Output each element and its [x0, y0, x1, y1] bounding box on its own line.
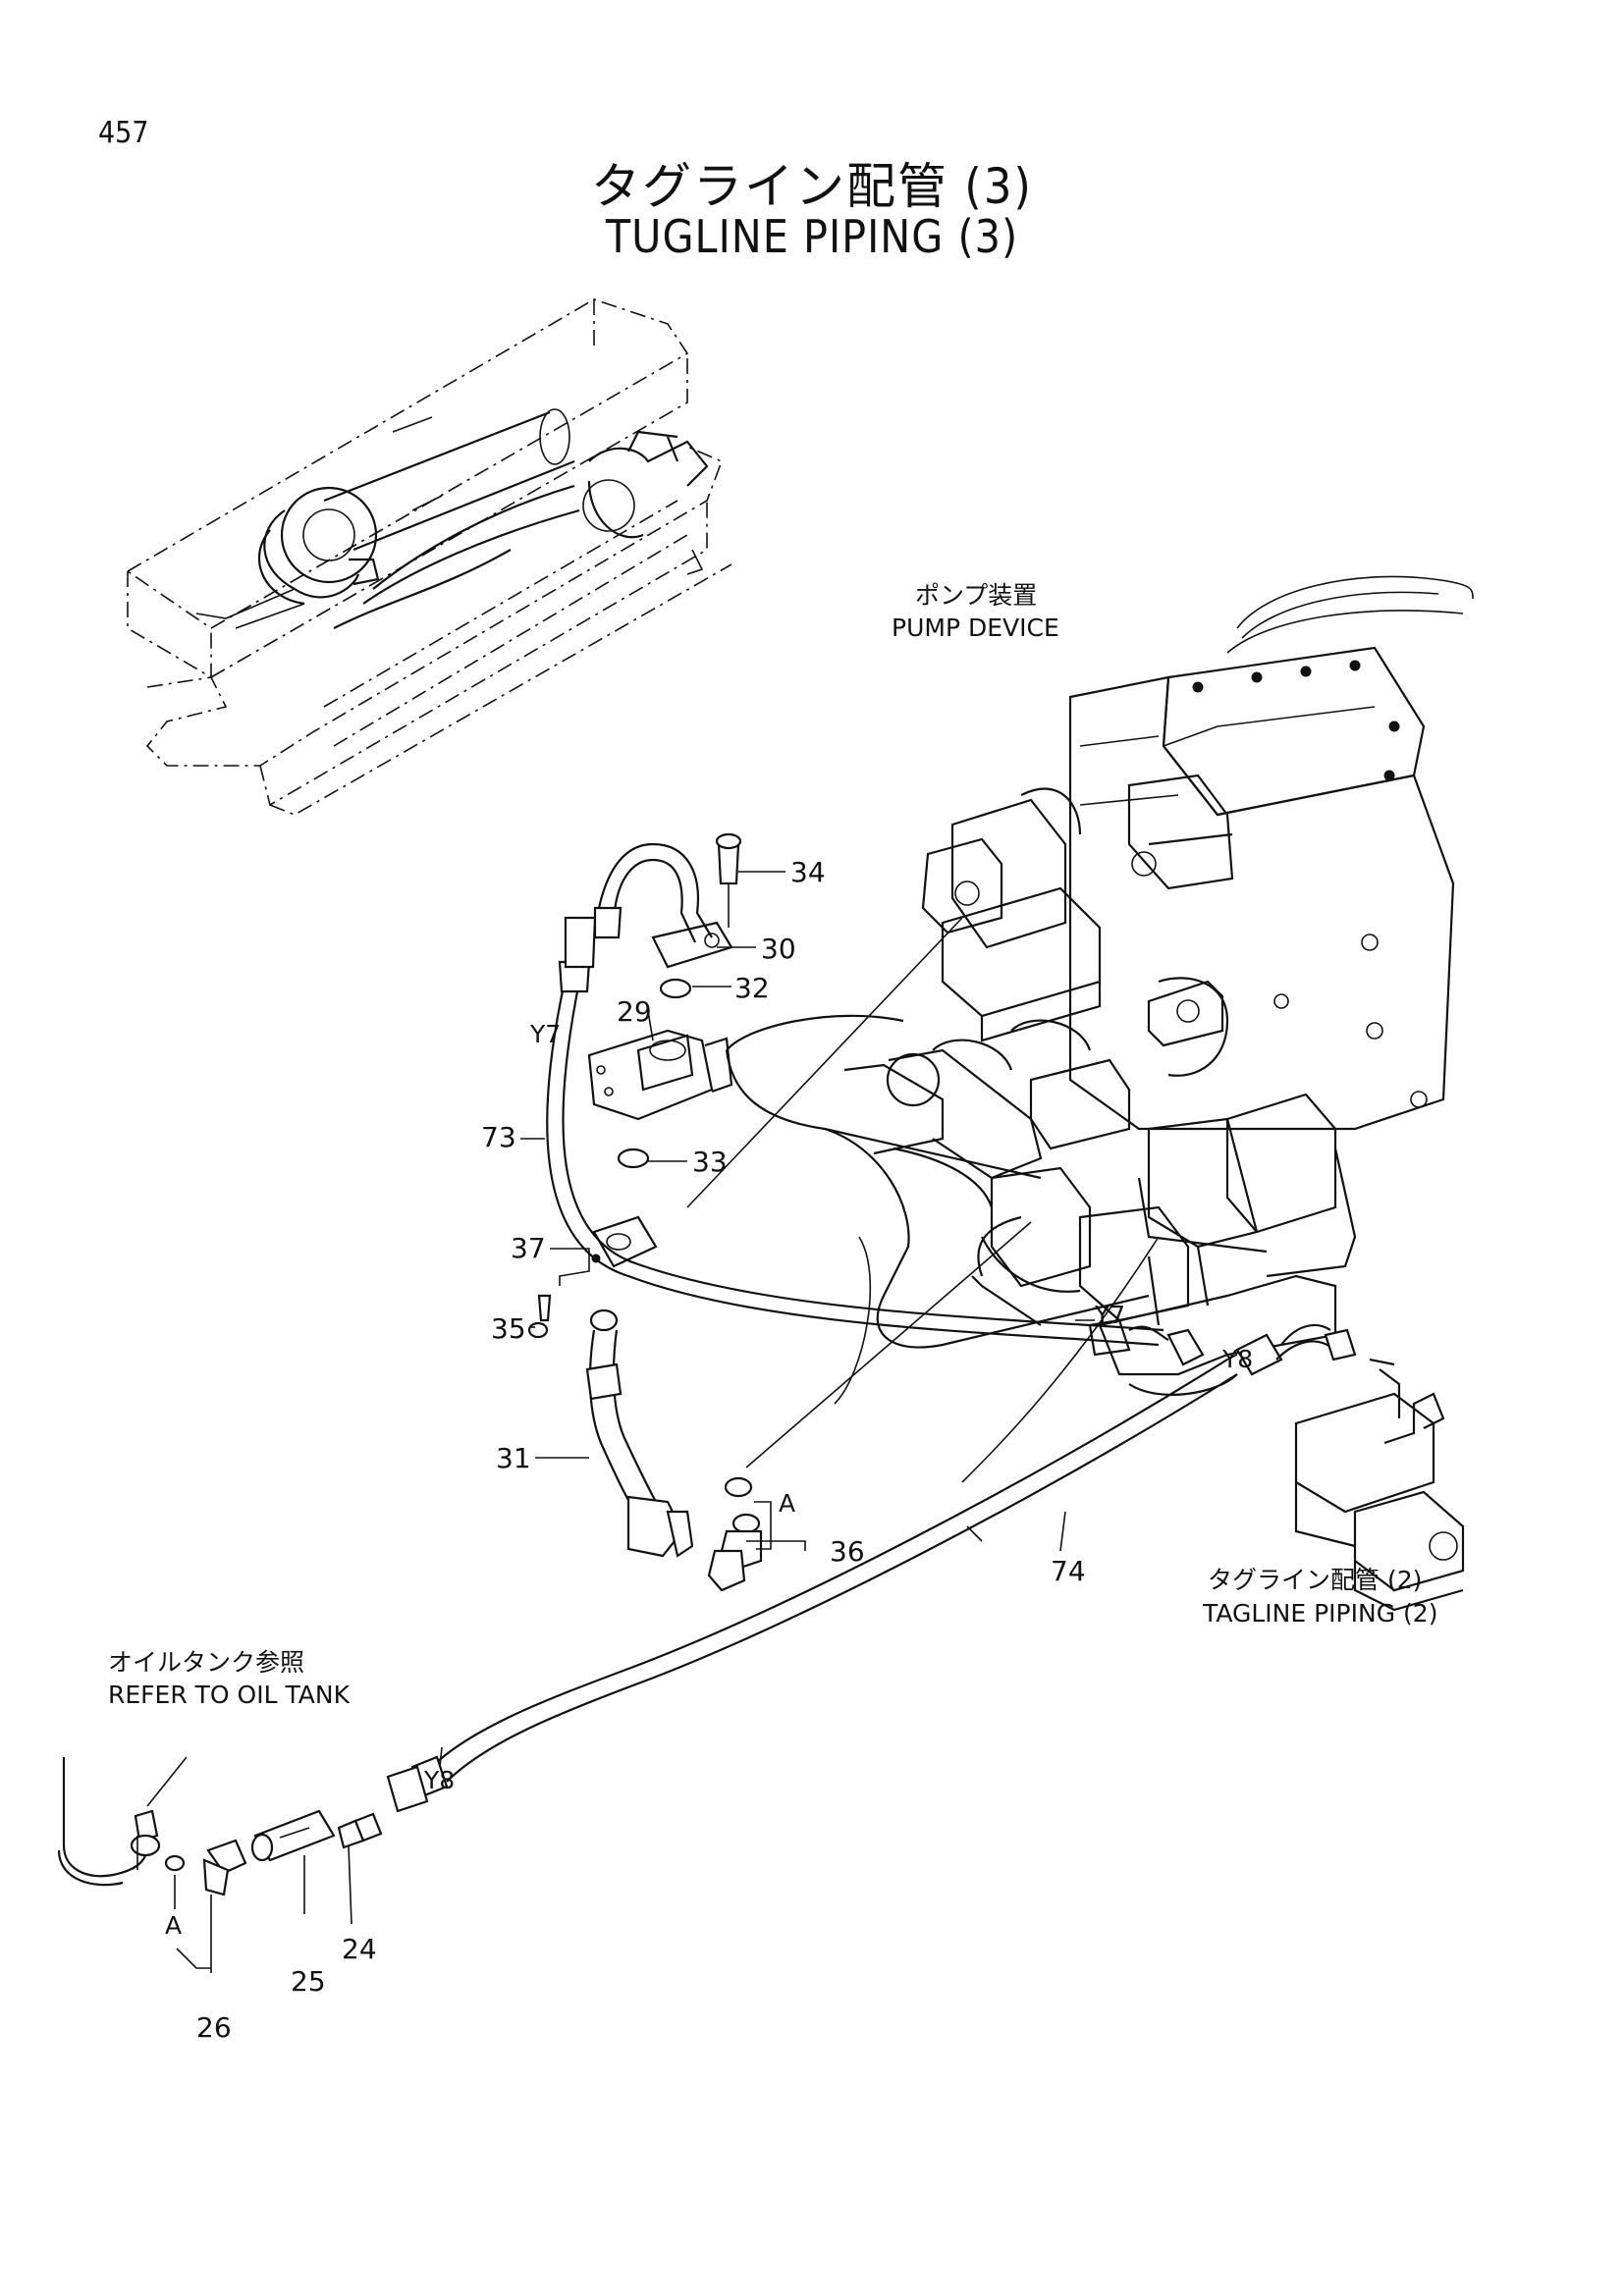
pump-note-jp: ポンプ装置: [915, 581, 1037, 610]
page-number: 457: [98, 116, 149, 150]
reference-notes: ポンプ装置 PUMP DEVICE タグライン配管 (2) TAGLINE PI…: [108, 581, 1437, 1709]
callout-24: 24: [342, 1933, 377, 1965]
marker-y8-right: Y8: [1221, 1345, 1253, 1373]
marker-y7-right: Y7: [1094, 1301, 1125, 1329]
callout-36: 36: [830, 1535, 865, 1568]
motor-29: [587, 1029, 733, 1121]
callout-37: 37: [511, 1232, 546, 1264]
callout-35: 35: [491, 1312, 526, 1345]
callout-30: 30: [761, 933, 796, 965]
callout-34: 34: [790, 856, 826, 888]
tagline-block: [1294, 1358, 1465, 1612]
marker-a-left: A: [165, 1911, 182, 1940]
pump-device: [686, 575, 1474, 1483]
oil-tank-port: [57, 1757, 161, 1887]
adapter-24: [337, 1812, 383, 1849]
fitting-36: [707, 1476, 763, 1592]
flange-37: [591, 1215, 658, 1268]
callout-29: 29: [617, 995, 652, 1028]
title-japanese: タグライン配管 (3): [590, 158, 1033, 215]
title-english: TUGLINE PIPING (3): [605, 210, 1019, 263]
callout-33: 33: [692, 1146, 728, 1178]
filter-25: [250, 1809, 336, 1862]
callout-31: 31: [496, 1442, 531, 1474]
hose-31: [585, 1308, 694, 1558]
hose-73: [546, 916, 1205, 1366]
leader-lines: [146, 871, 1238, 1973]
o-ring-32: [659, 978, 692, 999]
callout-74: 74: [1051, 1555, 1086, 1587]
pump-note-en: PUMP DEVICE: [892, 614, 1059, 642]
oiltank-note-jp: オイルタンク参照: [108, 1648, 304, 1677]
o-ring-33: [617, 1148, 650, 1169]
overview-sketch: [126, 298, 732, 816]
bolt-35: [527, 1294, 552, 1339]
elbow-26: [164, 1839, 247, 1896]
tagline2-note-jp: タグライン配管 (2): [1208, 1566, 1422, 1594]
callout-labels: 34 30 29 32 73 33 37 35 31 36 74 24 25 2…: [196, 856, 1086, 2044]
marker-labels: Y7 Y7 Y8 Y8 A A: [165, 1020, 1253, 1940]
hose-74: [386, 1323, 1357, 1813]
marker-a-top: A: [779, 1489, 795, 1518]
marker-y8-left: Y8: [423, 1766, 455, 1794]
callout-25: 25: [291, 1965, 326, 1998]
callout-73: 73: [481, 1121, 516, 1153]
marker-y7-top: Y7: [529, 1020, 561, 1048]
callout-26: 26: [196, 2011, 232, 2044]
oiltank-note-en: REFER TO OIL TANK: [108, 1681, 351, 1709]
tagline2-note-en: TAGLINE PIPING (2): [1202, 1599, 1437, 1628]
callout-32: 32: [734, 972, 770, 1004]
